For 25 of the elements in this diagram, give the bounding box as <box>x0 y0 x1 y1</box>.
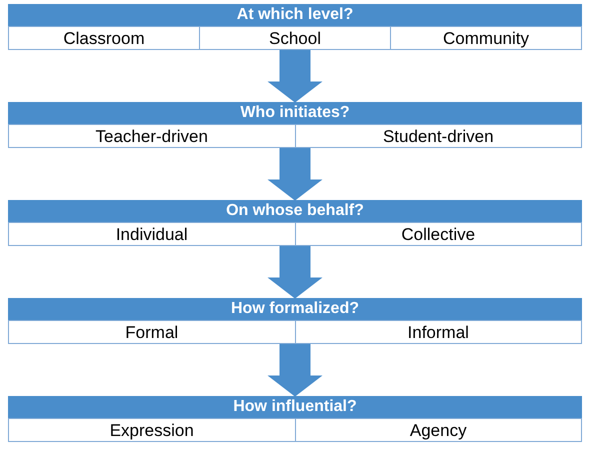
question-header: How formalized? <box>8 298 582 320</box>
down-arrow <box>268 50 322 103</box>
option-cell: Formal <box>9 321 294 343</box>
option-cell: Informal <box>294 321 581 343</box>
question-header: On whose behalf? <box>8 200 582 222</box>
option-row <box>8 26 582 50</box>
option-row <box>8 320 582 344</box>
option-cell: Expression <box>9 419 294 441</box>
down-arrow <box>268 148 322 201</box>
option-cell: Agency <box>294 419 581 441</box>
question-header: How influential? <box>8 396 582 418</box>
option-row <box>8 418 582 442</box>
option-cell: School <box>199 27 390 49</box>
option-cell: Teacher-driven <box>9 125 294 147</box>
down-arrow <box>268 246 322 299</box>
option-cell: Student-driven <box>294 125 581 147</box>
option-row <box>8 222 582 246</box>
down-arrow <box>268 344 322 397</box>
option-cell: Collective <box>294 223 581 245</box>
option-cell: Community <box>390 27 581 49</box>
option-cell: Classroom <box>9 27 199 49</box>
question-header: Who initiates? <box>8 102 582 124</box>
option-cell: Individual <box>9 223 294 245</box>
question-header: At which level? <box>8 4 582 26</box>
option-row <box>8 124 582 148</box>
